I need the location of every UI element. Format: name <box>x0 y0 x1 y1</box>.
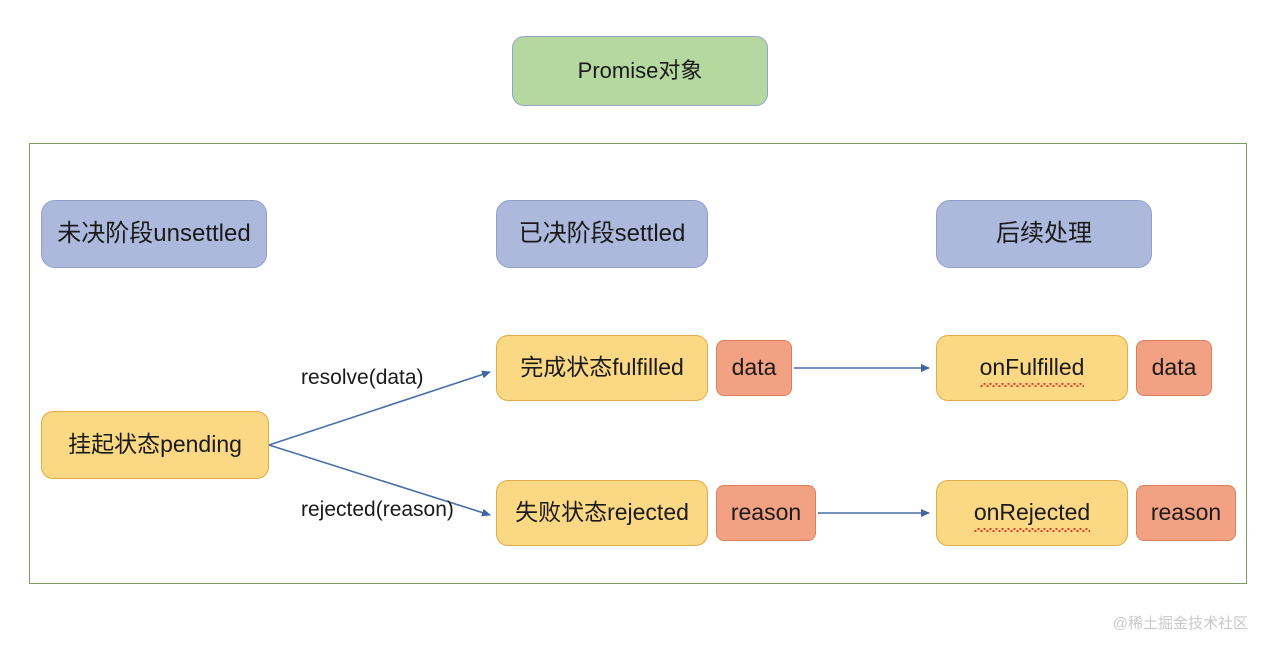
promise-object-title-label: Promise对象 <box>577 57 703 83</box>
payload-label-reason-handler: reason <box>1150 499 1222 526</box>
lifecycle-group-container <box>29 143 1247 584</box>
promise-object-title-box: Promise对象 <box>512 36 768 106</box>
payload-box-data-handler: data <box>1136 340 1212 396</box>
handler-box-onfulfilled: onFulfilled <box>936 335 1128 401</box>
phase-box-unsettled: 未决阶段unsettled <box>41 200 267 268</box>
payload-label-reason-settled: reason <box>730 499 802 526</box>
phase-label-settled: 已决阶段settled <box>518 219 686 247</box>
watermark-text: @稀土掘金技术社区 <box>1112 615 1248 632</box>
payload-box-data-settled: data <box>716 340 792 396</box>
state-box-pending: 挂起状态pending <box>41 411 269 479</box>
state-label-pending: 挂起状态pending <box>68 431 242 458</box>
handler-box-onrejected: onRejected <box>936 480 1128 546</box>
state-label-fulfilled: 完成状态fulfilled <box>520 354 684 381</box>
handler-label-onrejected: onRejected <box>973 499 1091 532</box>
payload-label-data-settled: data <box>731 354 777 381</box>
state-box-rejected: 失败状态rejected <box>496 480 708 546</box>
phase-box-settled: 已决阶段settled <box>496 200 708 268</box>
payload-box-reason-handler: reason <box>1136 485 1236 541</box>
payload-box-reason-settled: reason <box>716 485 816 541</box>
state-box-fulfilled: 完成状态fulfilled <box>496 335 708 401</box>
state-label-rejected: 失败状态rejected <box>515 499 689 526</box>
edge-label-resolve: resolve(data) <box>301 366 424 389</box>
handler-label-onfulfilled: onFulfilled <box>979 354 1085 387</box>
phase-box-followup: 后续处理 <box>936 200 1152 268</box>
edge-label-rejected: rejected(reason) <box>301 498 454 521</box>
phase-label-unsettled: 未决阶段unsettled <box>57 219 251 247</box>
payload-label-data-handler: data <box>1151 354 1197 381</box>
phase-label-followup: 后续处理 <box>996 219 1092 247</box>
